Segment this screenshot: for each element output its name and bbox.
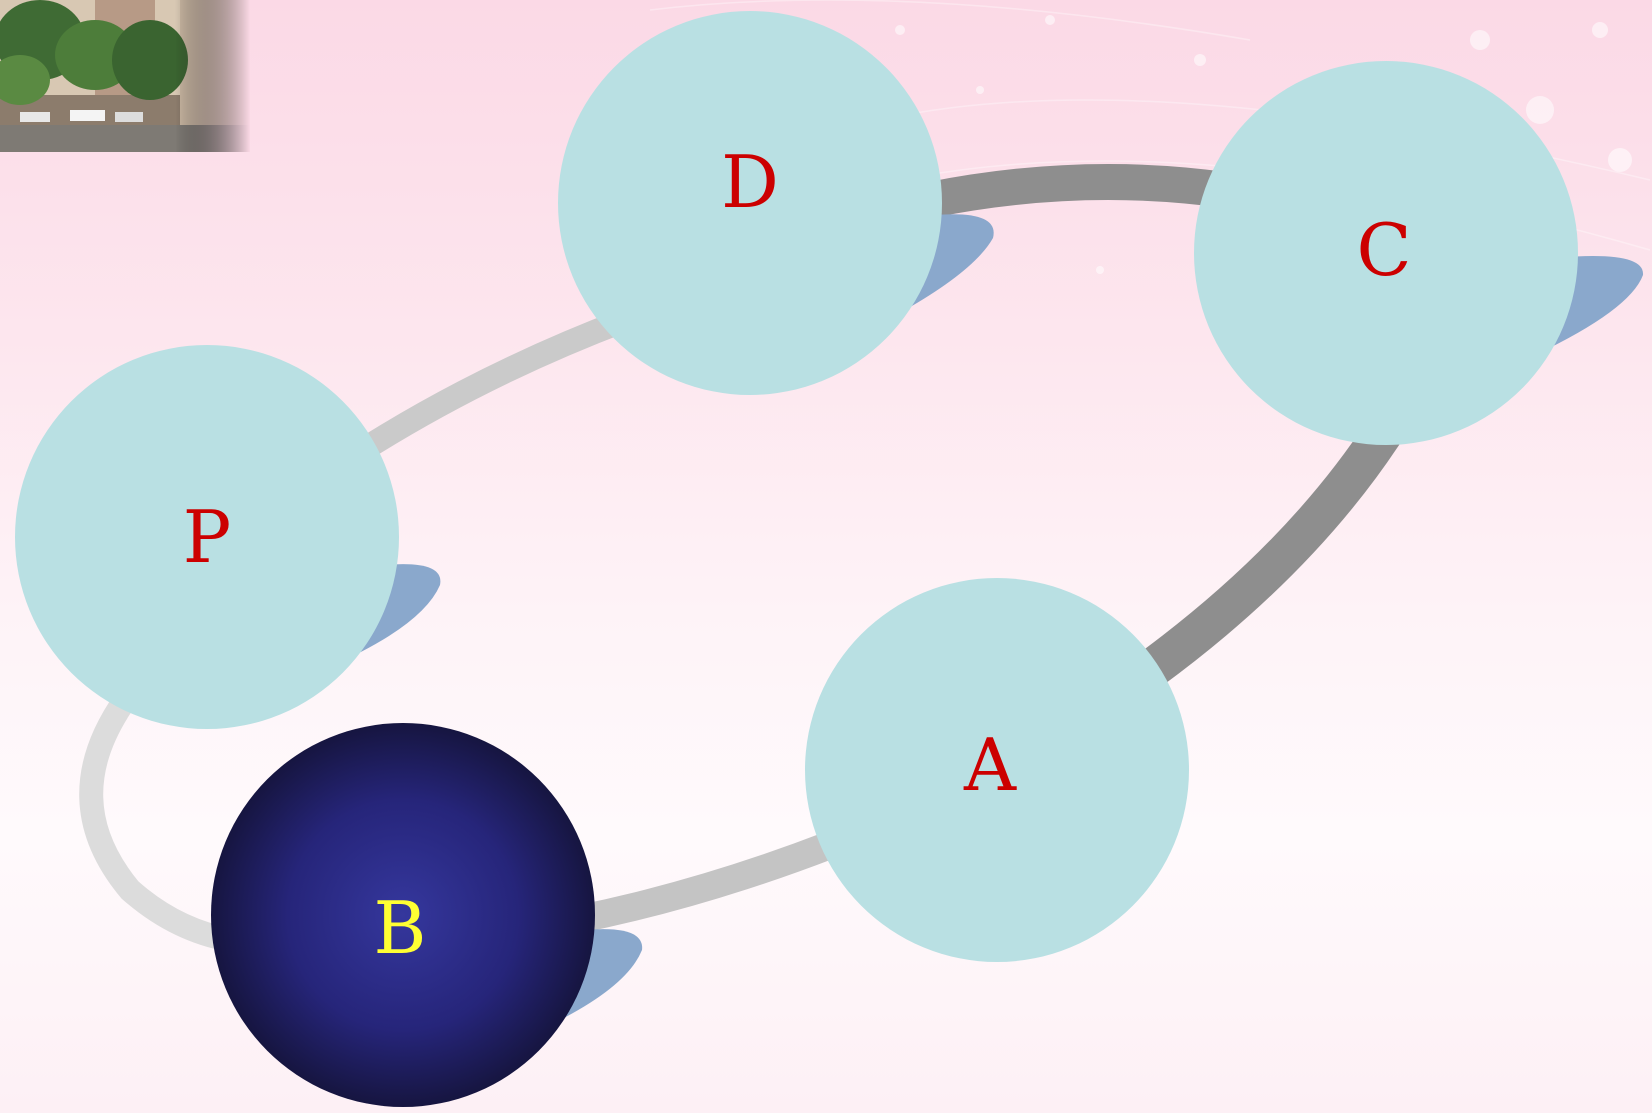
node-B-label: B — [374, 886, 427, 970]
edges — [79, 164, 1405, 952]
node-C-circle — [1194, 61, 1578, 445]
node-B-circle — [211, 723, 595, 1107]
edge-D-C — [912, 164, 1243, 218]
tail-D — [905, 214, 994, 310]
nodes: P D C A B — [15, 11, 1578, 1107]
node-D-circle — [558, 11, 942, 395]
node-P: P — [15, 345, 399, 729]
node-A: A — [805, 578, 1189, 962]
node-C-label: C — [1356, 208, 1411, 292]
node-P-label: P — [183, 495, 231, 579]
tail-P — [355, 564, 441, 655]
node-P-circle — [15, 345, 399, 729]
node-C: C — [1194, 61, 1578, 445]
edge-B-P — [79, 688, 242, 952]
node-A-label: A — [963, 723, 1017, 807]
node-B: B — [211, 723, 595, 1107]
edge-P-D — [343, 308, 637, 467]
node-D-label: D — [721, 140, 779, 224]
edge-A-B — [561, 831, 844, 934]
edge-C-A — [1130, 410, 1405, 690]
corner-photo — [0, 0, 250, 152]
node-D: D — [558, 11, 942, 395]
node-A-circle — [805, 578, 1189, 962]
